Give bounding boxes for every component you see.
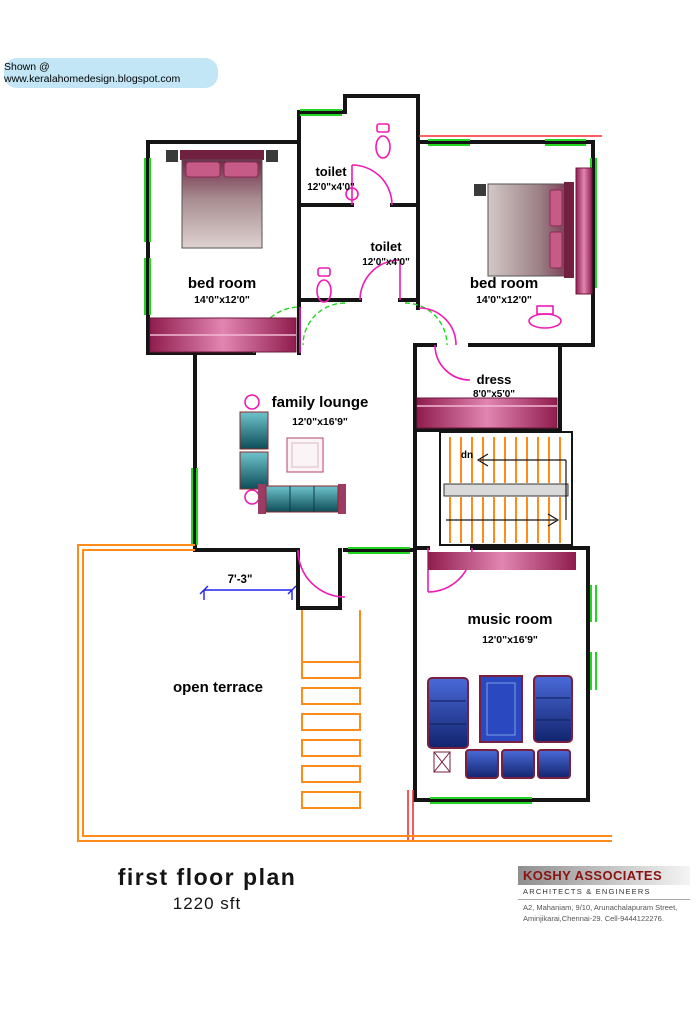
cabinet <box>239 451 269 490</box>
bed-headboard <box>564 182 574 278</box>
label-bedroom-right-size: 14'0"x12'0" <box>476 294 532 306</box>
lamp-icon <box>244 489 260 505</box>
pillow <box>223 161 259 178</box>
label-dress-size: 8'0"x5'0" <box>473 389 515 400</box>
table-inner <box>291 442 319 468</box>
furniture-lounge <box>239 394 346 514</box>
label-toilet-mid-name: toilet <box>370 239 402 254</box>
firm-address-line1: A2, Mahaniam, 9/10, Arunachalapuram Stre… <box>523 903 678 912</box>
dimension-label: 7'-3" <box>228 574 253 586</box>
sofa-armrest <box>258 484 266 514</box>
label-toilet-top-size: 12'0"x4'0" <box>307 182 355 193</box>
lamp-icon <box>244 394 260 410</box>
windows <box>144 109 597 804</box>
firm-address: A2, Mahaniam, 9/10, Arunachalapuram Stre… <box>518 900 690 924</box>
furniture-bedroom-right <box>474 167 593 295</box>
side-table <box>166 150 178 162</box>
watermark-text: Shown @ www.keralahomedesign.blogspot.co… <box>4 61 181 85</box>
room-labels: bed room 14'0"x12'0" toilet 12'0"x4'0" t… <box>173 164 553 696</box>
label-music-room-name: music room <box>467 611 552 628</box>
sofa-armrest <box>338 484 346 514</box>
terrace-outline <box>77 544 612 842</box>
bed-headboard <box>180 150 264 160</box>
chair <box>465 749 499 779</box>
sofa-lounge <box>265 485 339 513</box>
door-arc-dress <box>434 344 471 381</box>
furniture-music-room <box>427 675 573 779</box>
door-arc-toilet-top <box>351 164 393 206</box>
firm-block: KOSHY ASSOCIATES ARCHITECTS & ENGINEERS … <box>518 866 690 924</box>
label-toilet-mid-size: 12'0"x4'0" <box>362 257 410 268</box>
furniture-dress <box>416 397 558 429</box>
toilet-fixtures <box>316 123 562 329</box>
plan-area: 1220 sft <box>172 894 242 913</box>
stair-enclosure <box>439 431 573 546</box>
label-dress-name: dress <box>477 372 512 387</box>
dimension-7-3: 7'-3" <box>199 574 297 600</box>
red-accent-lines <box>407 135 602 841</box>
chair <box>501 749 535 779</box>
dresser-icon <box>528 305 562 329</box>
doors <box>253 164 473 598</box>
side-table <box>474 184 486 196</box>
label-bedroom-left-size: 14'0"x12'0" <box>194 294 250 306</box>
rug <box>479 675 523 743</box>
sofa-music-right <box>533 675 573 743</box>
staircase <box>428 437 576 570</box>
label-stair-dn: dn <box>461 450 473 461</box>
rug-inner <box>486 682 516 736</box>
watermark-badge: Shown @ www.keralahomedesign.blogspot.co… <box>4 58 218 88</box>
furniture-bedroom-left <box>149 150 297 353</box>
wc-icon-top <box>375 123 391 159</box>
firm-name: KOSHY ASSOCIATES <box>518 866 690 885</box>
firm-address-line2: Aminjikarai,Chennai-29. Cell-9444122276. <box>523 913 664 923</box>
pillow <box>549 231 563 269</box>
side-table <box>266 150 278 162</box>
table <box>286 437 324 473</box>
label-toilet-top-name: toilet <box>315 164 347 179</box>
terrace-steps <box>301 661 361 809</box>
firm-subtitle: ARCHITECTS & ENGINEERS <box>518 885 690 900</box>
label-family-lounge-size: 12'0"x16'9" <box>292 416 348 428</box>
sink-icon <box>345 187 359 201</box>
door-arc-bedroom-right <box>418 307 457 346</box>
stair-landing <box>428 552 576 570</box>
door-arc-terrace <box>297 549 346 598</box>
chair <box>537 749 571 779</box>
stair-railing <box>443 483 569 497</box>
label-bedroom-right-name: bed room <box>470 275 538 292</box>
label-open-terrace: open terrace <box>173 679 263 696</box>
door-arc-hall-right <box>404 302 448 346</box>
door-arc-hall-left <box>302 302 346 346</box>
wardrobe-dress <box>416 397 558 429</box>
label-music-room-size: 12'0"x16'9" <box>482 634 538 646</box>
walls <box>146 94 595 802</box>
label-bedroom-left-name: bed room <box>188 275 256 292</box>
label-family-lounge-name: family lounge <box>272 394 369 411</box>
stair-arrow <box>547 513 560 527</box>
pillow <box>185 161 221 178</box>
stair-arrow <box>476 453 489 467</box>
page-title: first floor plan <box>117 864 297 890</box>
door-arc-toilet-mid <box>359 259 401 301</box>
title-block: first floor plan 1220 sft <box>92 864 322 914</box>
pillow <box>549 189 563 227</box>
sofa-music-left <box>427 677 469 749</box>
wardrobe-right <box>575 167 593 295</box>
wc-icon-mid <box>316 267 332 303</box>
cabinet <box>239 411 269 450</box>
